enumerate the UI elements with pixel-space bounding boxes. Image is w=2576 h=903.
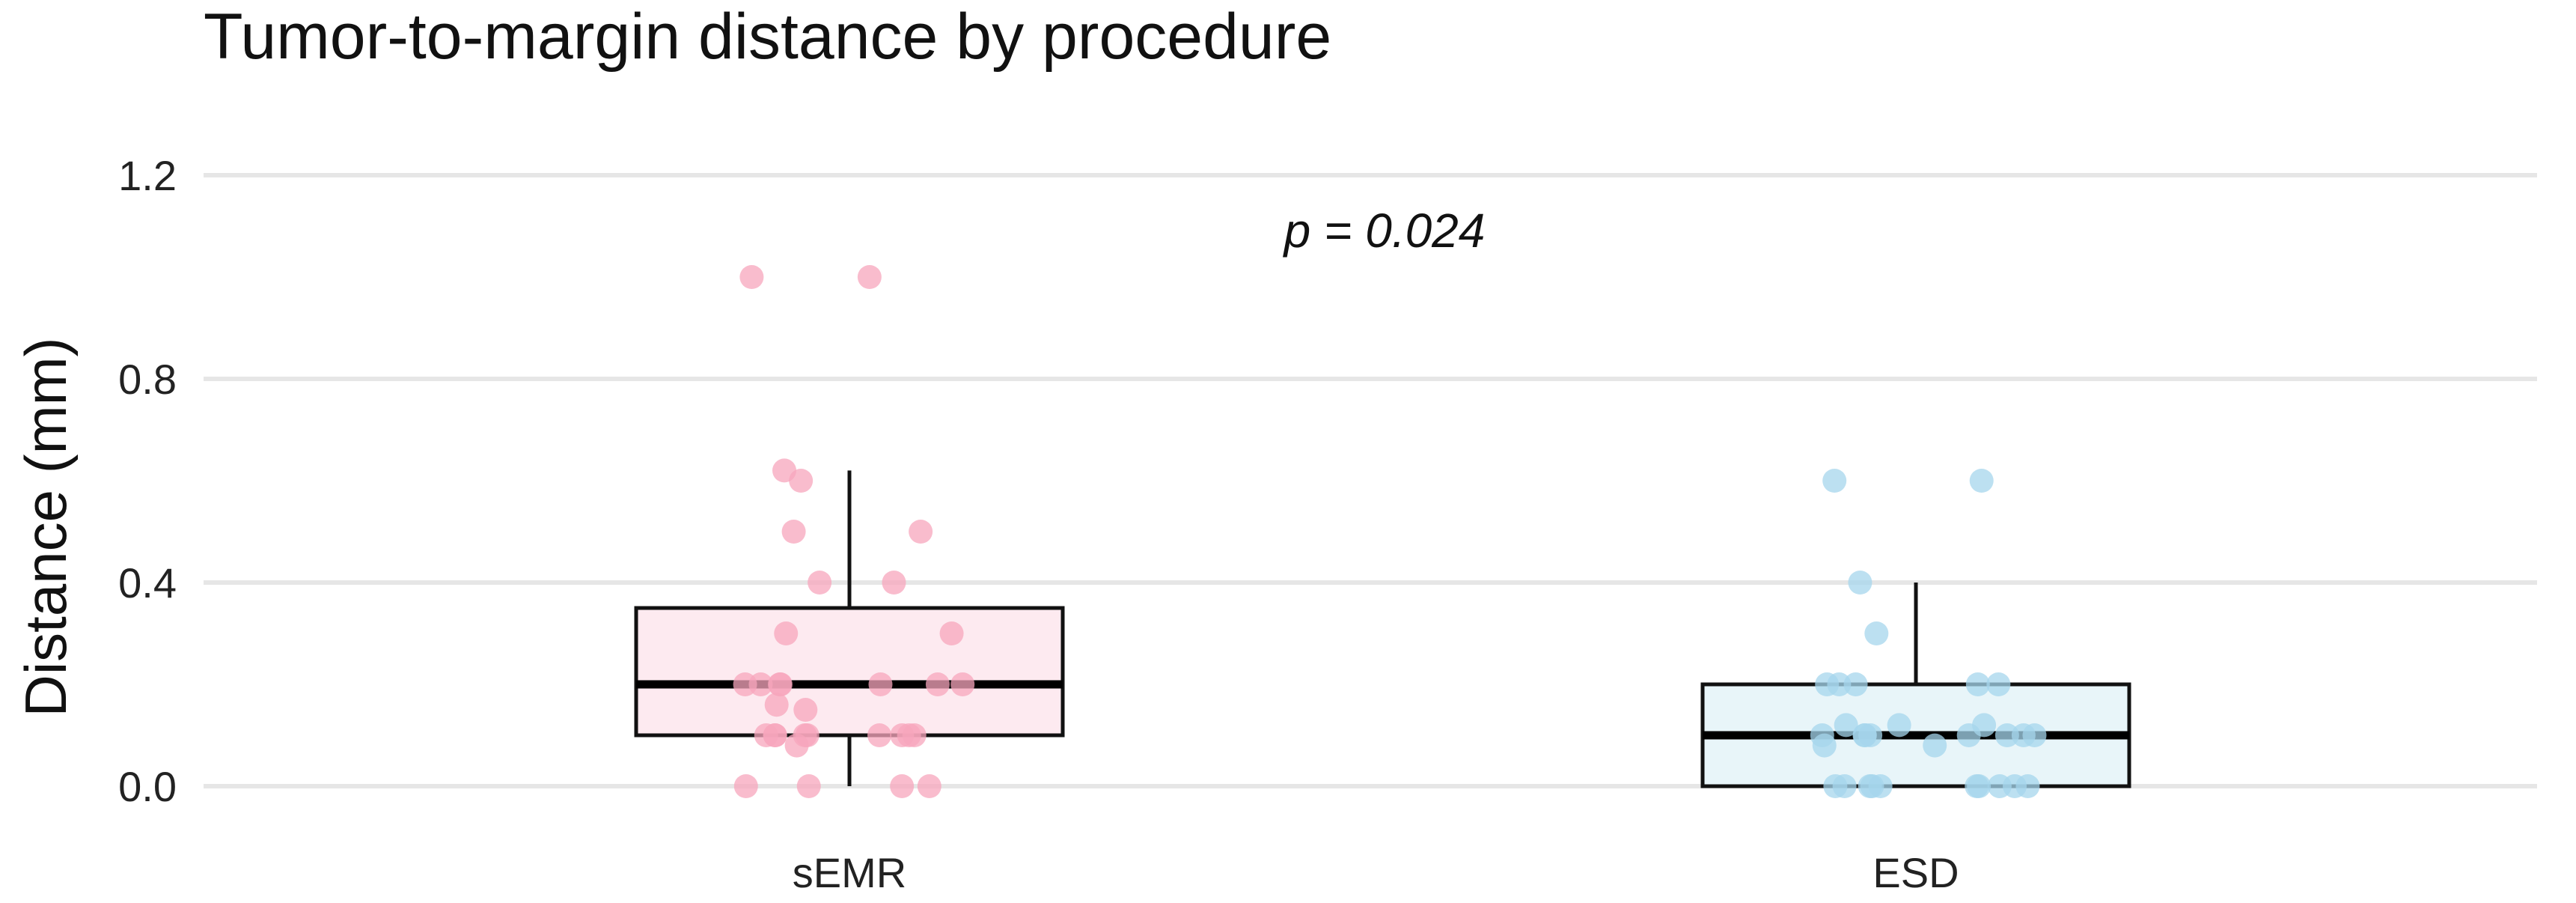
data-point	[1827, 672, 1852, 696]
data-point	[733, 774, 758, 798]
y-axis-label: Distance (mm)	[13, 337, 79, 717]
y-tick-label: 0.4	[118, 559, 177, 606]
box-iqr	[634, 606, 1065, 738]
data-point	[763, 723, 787, 747]
box-group-semr	[634, 265, 1065, 798]
data-point	[1812, 733, 1837, 758]
data-point	[909, 520, 933, 544]
data-point	[1843, 672, 1868, 696]
y-tick-labels: 0.0 0.4 0.8 1.2	[118, 152, 177, 810]
data-point	[2011, 723, 2036, 747]
data-point	[793, 698, 818, 722]
data-point	[1994, 723, 2019, 747]
data-point	[867, 723, 892, 747]
data-point	[1852, 723, 1877, 747]
data-point	[1987, 774, 2012, 798]
data-point	[1969, 469, 1994, 493]
data-point	[1823, 774, 1848, 798]
x-tick-label: sEMR	[793, 849, 906, 896]
y-tick-label: 1.2	[118, 152, 177, 199]
grid-lines	[204, 173, 2537, 788]
data-point	[784, 733, 809, 758]
data-point	[808, 571, 832, 595]
data-point	[739, 265, 764, 289]
data-point	[1967, 774, 1991, 798]
data-point	[868, 672, 893, 696]
data-point	[789, 469, 814, 493]
data-point	[1864, 621, 1889, 645]
data-point	[925, 672, 950, 696]
data-point	[1965, 672, 1990, 696]
data-point	[781, 520, 806, 544]
y-tick-label: 0.0	[118, 763, 177, 810]
chart-title: Tumor-to-margin distance by procedure	[204, 1, 1331, 73]
box-group-esd	[1700, 469, 2131, 798]
data-point	[897, 723, 921, 747]
y-tick-label: 0.8	[118, 356, 177, 403]
data-point	[857, 265, 882, 289]
data-point	[882, 571, 906, 595]
p-value-annotation: p = 0.024	[1283, 204, 1486, 258]
data-point	[1822, 469, 1847, 493]
data-point	[1887, 713, 1911, 738]
data-point	[1858, 774, 1882, 798]
data-point	[939, 621, 964, 645]
data-point	[2015, 774, 2040, 798]
data-point	[1848, 571, 1873, 595]
data-point	[890, 774, 915, 798]
data-point	[733, 672, 757, 696]
x-tick-labels: sEMR ESD	[793, 849, 1959, 896]
x-tick-label: ESD	[1873, 849, 1959, 896]
data-point	[768, 672, 793, 696]
data-point	[917, 774, 941, 798]
data-point	[1923, 733, 1947, 758]
data-point	[1834, 713, 1858, 738]
data-point	[1956, 723, 1981, 747]
data-point	[950, 672, 975, 696]
data-point	[774, 621, 799, 645]
data-point	[1986, 672, 2011, 696]
data-point	[764, 693, 789, 717]
plot-area	[634, 265, 2131, 798]
data-point	[796, 774, 821, 798]
